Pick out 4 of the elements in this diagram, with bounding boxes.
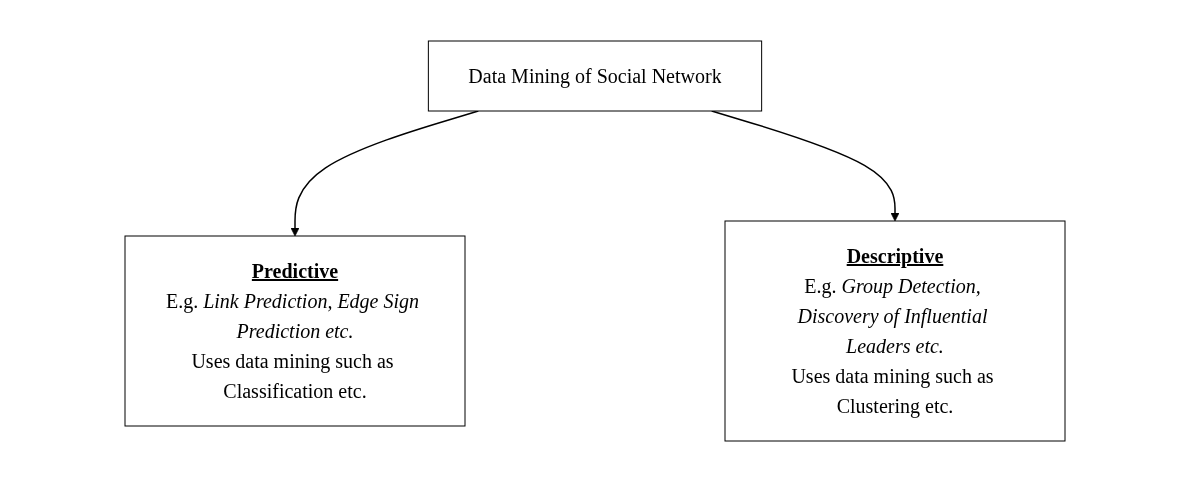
node-box: Predictive E.g. Link Prediction, Edge Sign Prediction etc. Uses data mining such as Classification etc.: [124, 235, 465, 426]
node-box: Descriptive E.g. Group Detection, Discovery of Influential Leaders etc. Uses data mining such as Clustering etc.: [724, 220, 1065, 441]
arrow: [290, 109, 479, 236]
node-box: Data Mining of Social Network: [427, 40, 762, 111]
